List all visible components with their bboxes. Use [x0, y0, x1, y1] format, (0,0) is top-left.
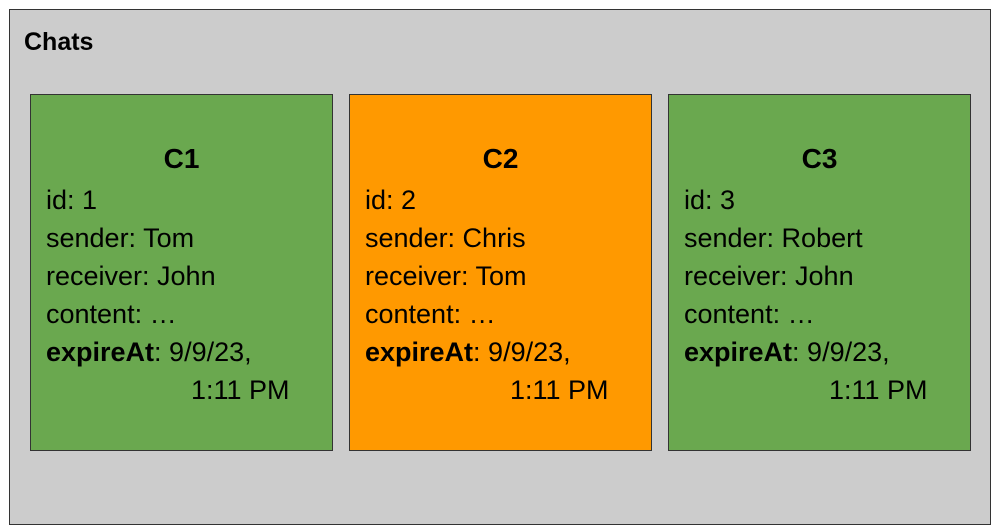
field-sender: sender: Tom — [46, 223, 195, 253]
field-content: content: … — [46, 299, 177, 329]
field-sender: sender: Chris — [365, 223, 526, 253]
expire-at-key: expireAt — [365, 337, 474, 367]
card-title: C1 — [163, 143, 200, 174]
expire-at-time: 1:11 PM — [510, 375, 609, 405]
field-receiver: receiver: John — [684, 261, 854, 291]
field-receiver: receiver: John — [46, 261, 216, 291]
field-sender: sender: Robert — [684, 223, 863, 253]
chats-container: Chats C1 id: 1 sender: Tom receiver: Joh… — [9, 9, 991, 525]
field-expire-at: expireAt: 9/9/23, — [365, 333, 571, 371]
chat-card-c1: C1 id: 1 sender: Tom receiver: John cont… — [30, 94, 333, 451]
expire-at-date: : 9/9/23, — [154, 337, 252, 367]
expire-at-time: 1:11 PM — [191, 375, 290, 405]
chat-card-c3: C3 id: 3 sender: Robert receiver: John c… — [668, 94, 971, 451]
expire-at-key: expireAt — [46, 337, 155, 367]
field-content: content: … — [365, 299, 496, 329]
card-title: C3 — [801, 143, 838, 174]
field-receiver: receiver: Tom — [365, 261, 527, 291]
field-expire-at: expireAt: 9/9/23, — [684, 333, 890, 371]
expire-at-date: : 9/9/23, — [473, 337, 571, 367]
field-expire-at: expireAt: 9/9/23, — [46, 333, 252, 371]
field-id: id: 2 — [365, 185, 417, 215]
card-fields: id: 3 sender: Robert receiver: John cont… — [684, 181, 890, 371]
field-id: id: 1 — [46, 185, 98, 215]
container-title: Chats — [24, 28, 94, 56]
expire-at-time: 1:11 PM — [829, 375, 928, 405]
field-content: content: … — [684, 299, 815, 329]
card-title: C2 — [482, 143, 519, 174]
card-fields: id: 1 sender: Tom receiver: John content… — [46, 181, 252, 371]
expire-at-key: expireAt — [684, 337, 793, 367]
field-id: id: 3 — [684, 185, 736, 215]
chat-card-c2: C2 id: 2 sender: Chris receiver: Tom con… — [349, 94, 652, 451]
card-fields: id: 2 sender: Chris receiver: Tom conten… — [365, 181, 571, 371]
expire-at-date: : 9/9/23, — [792, 337, 890, 367]
